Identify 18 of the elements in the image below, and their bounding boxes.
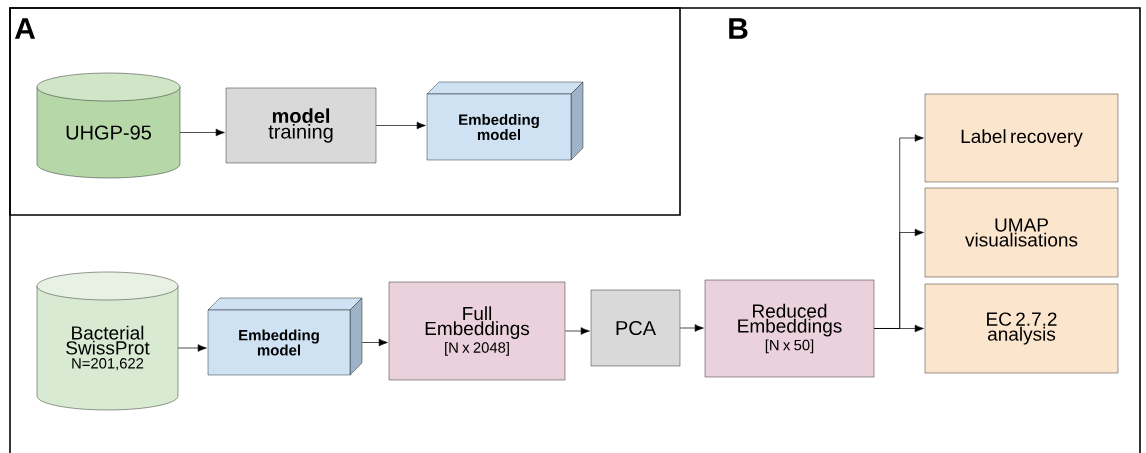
- data-box: Reduced Embeddings [N x 50]: [704, 279, 875, 378]
- data-box: Full Embeddings [N x 2048]: [388, 281, 566, 381]
- arrow: [564, 327, 590, 335]
- arrow: [873, 324, 924, 333]
- arrow: [679, 324, 704, 332]
- model-block: Embedding model: [426, 81, 584, 161]
- arrow: [179, 128, 225, 137]
- arrow: [375, 121, 426, 130]
- model-block: Embedding model: [207, 297, 363, 376]
- output-box: UMAP visualisations: [924, 187, 1119, 278]
- process-box: PCA: [590, 289, 681, 367]
- database-cylinder: UHGP-95: [36, 72, 181, 179]
- database-cylinder: Bacterial SwissProt N=201,622: [36, 271, 179, 411]
- output-box: EC 2.7.2 analysis: [924, 283, 1119, 374]
- arrow: [361, 338, 388, 347]
- output-box: Label recovery: [924, 93, 1119, 183]
- process-box: model training: [225, 87, 377, 164]
- arrow: [177, 344, 207, 352]
